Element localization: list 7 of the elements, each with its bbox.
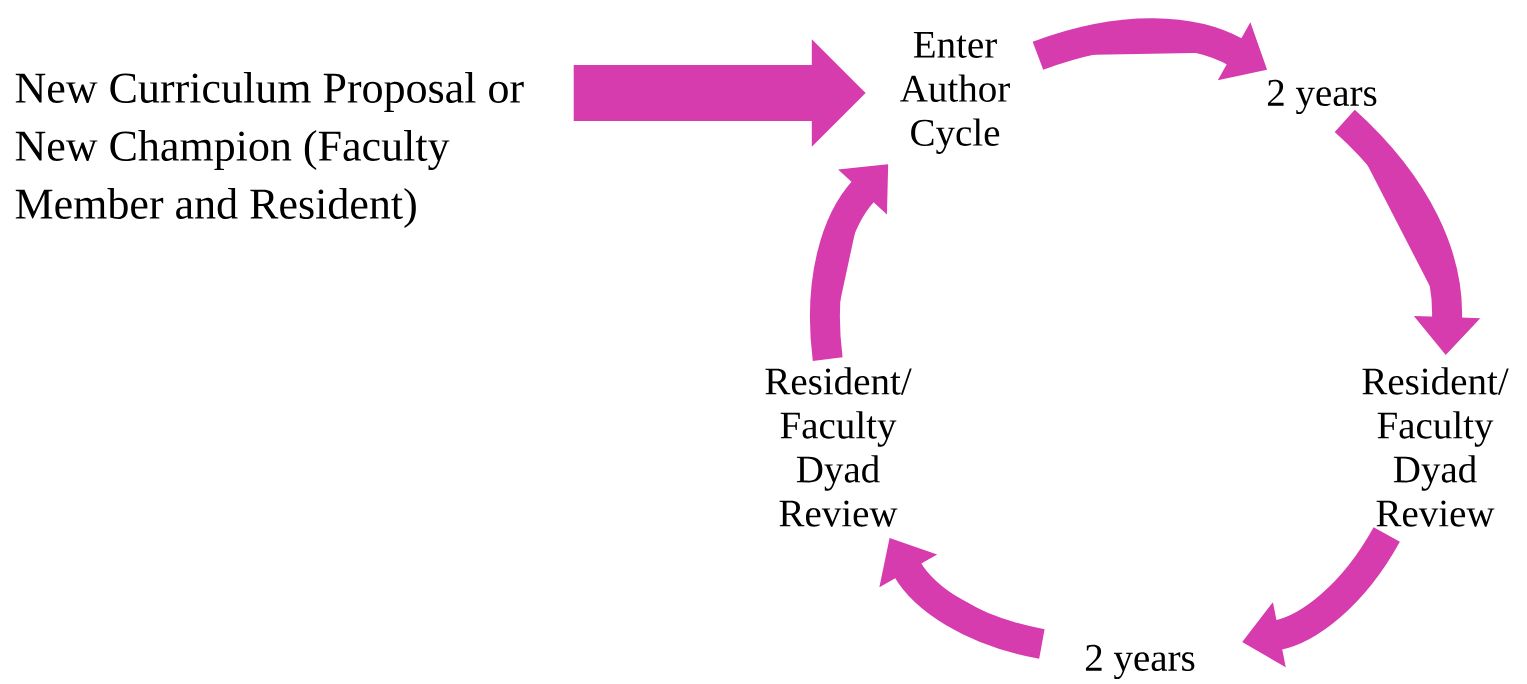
- text-label: Resident/ Faculty Dyad Review: [1362, 367, 1509, 527]
- text-label: New Curriculum Proposal or New Champion (Faculty Member and Resident): [15, 72, 524, 228]
- arrow: [809, 164, 889, 361]
- text-label: Resident/ Faculty Dyad Review: [765, 367, 912, 527]
- text-label: Enter Author Cycle: [900, 32, 1010, 154]
- text-label: 2 years: [1267, 79, 1377, 115]
- text-label: 2 years: [1085, 644, 1195, 680]
